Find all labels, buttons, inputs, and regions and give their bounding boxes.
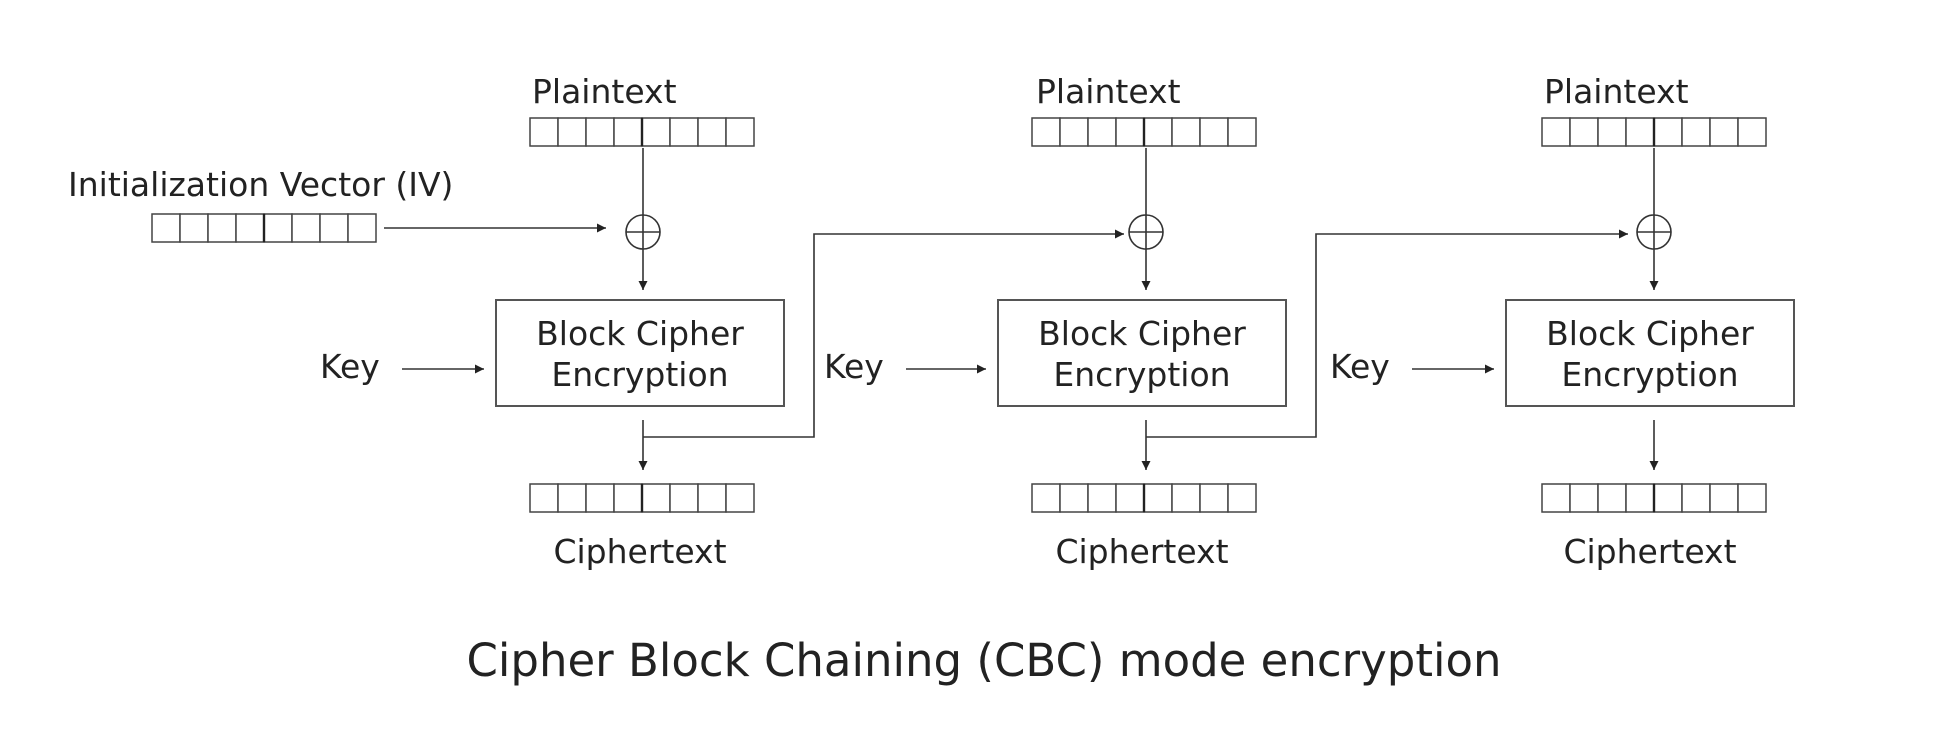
register-cell (697, 117, 727, 147)
register-cell (641, 483, 671, 513)
plaintext-block (1031, 117, 1257, 147)
iv-label: Initialization Vector (IV) (68, 165, 453, 204)
register-cell (235, 213, 265, 243)
register-cell (1681, 483, 1711, 513)
register-cell (1171, 483, 1201, 513)
plaintext-block (1541, 117, 1767, 147)
block-cipher-box (997, 299, 1287, 407)
register-cell (725, 483, 755, 513)
ciphertext-block (1031, 483, 1257, 513)
register-cell (585, 117, 615, 147)
register-cell (1569, 483, 1599, 513)
plaintext-block (529, 117, 755, 147)
key-label: Key (320, 347, 380, 386)
ciphertext-label: Ciphertext (1563, 532, 1736, 571)
register-cell (1087, 483, 1117, 513)
register-cell (669, 483, 699, 513)
encryption-label: Encryption (1561, 355, 1738, 394)
register-cell (1541, 117, 1571, 147)
register-cell (557, 117, 587, 147)
register-cell (1681, 117, 1711, 147)
diagram-caption: Cipher Block Chaining (CBC) mode encrypt… (466, 634, 1501, 687)
ciphertext-label: Ciphertext (553, 532, 726, 571)
register-cell (1653, 483, 1683, 513)
xor-icon (625, 214, 661, 250)
register-cell (1143, 117, 1173, 147)
iv-register (151, 213, 377, 243)
register-cell (1087, 117, 1117, 147)
register-cell (613, 483, 643, 513)
stage-2: Plaintext Block Cipher Encryption Key Ci… (824, 72, 1287, 571)
register-cell (1709, 483, 1739, 513)
block-cipher-label: Block Cipher (536, 314, 744, 353)
register-cell (1541, 483, 1571, 513)
register-cell (1569, 117, 1599, 147)
register-cell (1115, 117, 1145, 147)
register-cell (725, 117, 755, 147)
register-cell (1059, 483, 1089, 513)
plaintext-label: Plaintext (1544, 72, 1689, 111)
xor-icon (1636, 214, 1672, 250)
register-cell (1737, 117, 1767, 147)
register-cell (1227, 117, 1257, 147)
register-cell (291, 213, 321, 243)
block-cipher-box (495, 299, 785, 407)
register-cell (1199, 117, 1229, 147)
chain-arrow-1 (643, 229, 1124, 438)
register-cell (641, 117, 671, 147)
register-cell (1737, 483, 1767, 513)
register-cell (151, 213, 181, 243)
stage-1: Plaintext Block Cipher Encryption Key Ci… (320, 72, 785, 571)
register-cell (1171, 117, 1201, 147)
block-cipher-box (1505, 299, 1795, 407)
register-cell (1709, 117, 1739, 147)
register-cell (1031, 483, 1061, 513)
register-cell (263, 213, 293, 243)
register-cell (319, 213, 349, 243)
register-cell (1625, 483, 1655, 513)
register-cell (669, 117, 699, 147)
register-cell (585, 483, 615, 513)
key-label: Key (1330, 347, 1390, 386)
key-label: Key (824, 347, 884, 386)
register-cell (347, 213, 377, 243)
register-cell (1031, 117, 1061, 147)
register-cell (1115, 483, 1145, 513)
encryption-label: Encryption (1053, 355, 1230, 394)
block-cipher-label: Block Cipher (1546, 314, 1754, 353)
register-cell (1625, 117, 1655, 147)
ciphertext-block (1541, 483, 1767, 513)
register-cell (613, 117, 643, 147)
ciphertext-block (529, 483, 755, 513)
ciphertext-label: Ciphertext (1055, 532, 1228, 571)
register-cell (1653, 117, 1683, 147)
register-cell (207, 213, 237, 243)
plaintext-label: Plaintext (532, 72, 677, 111)
register-cell (1059, 117, 1089, 147)
register-cell (1597, 483, 1627, 513)
xor-icon (1128, 214, 1164, 250)
block-cipher-label: Block Cipher (1038, 314, 1246, 353)
chain-arrow-2 (1146, 229, 1628, 438)
stage-3: Plaintext Block Cipher Encryption Key Ci… (1330, 72, 1795, 571)
plaintext-label: Plaintext (1036, 72, 1181, 111)
encryption-label: Encryption (551, 355, 728, 394)
register-cell (179, 213, 209, 243)
register-cell (1143, 483, 1173, 513)
register-cell (529, 117, 559, 147)
register-cell (1227, 483, 1257, 513)
register-cell (529, 483, 559, 513)
register-cell (1199, 483, 1229, 513)
register-cell (697, 483, 727, 513)
register-cell (557, 483, 587, 513)
register-cell (1597, 117, 1627, 147)
